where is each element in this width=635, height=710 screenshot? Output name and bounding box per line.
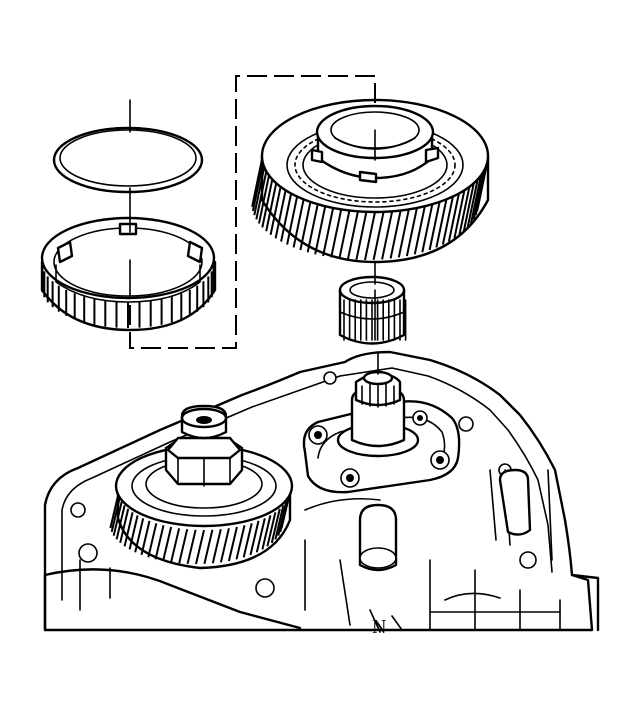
gear-tooth bbox=[277, 501, 288, 536]
gear-tooth bbox=[397, 209, 410, 258]
gear-tooth bbox=[299, 201, 312, 251]
gear-tooth bbox=[322, 207, 335, 257]
gear-tooth bbox=[355, 211, 368, 261]
gear-tooth bbox=[428, 201, 441, 251]
gear-tooth bbox=[314, 206, 327, 255]
snap-ring bbox=[52, 126, 204, 194]
gear-tooth bbox=[274, 505, 285, 540]
gear-tooth bbox=[203, 529, 214, 565]
gear-tooth bbox=[453, 190, 466, 239]
gear-tooth bbox=[261, 179, 274, 228]
gear-tooth bbox=[249, 520, 260, 556]
gear-tooth bbox=[154, 525, 165, 560]
gear-tooth bbox=[472, 171, 485, 220]
gear-tooth bbox=[128, 515, 139, 550]
gear-tooth bbox=[195, 529, 205, 565]
gear-tooth bbox=[227, 526, 238, 562]
gear-tooth bbox=[211, 528, 222, 564]
gear-tooth bbox=[251, 162, 264, 212]
gear-tooth bbox=[441, 196, 454, 245]
gear-tooth bbox=[251, 158, 264, 208]
gear-tooth bbox=[474, 166, 487, 216]
gear-tooth bbox=[364, 211, 376, 261]
gear-tooth bbox=[381, 211, 394, 260]
gear-tooth bbox=[372, 211, 385, 261]
gear-tooth bbox=[265, 182, 278, 232]
gear-tooth bbox=[279, 497, 290, 533]
gear-tooth bbox=[235, 525, 246, 560]
gear-tooth bbox=[134, 518, 145, 553]
gear-tooth bbox=[242, 523, 253, 558]
gear-tooth bbox=[270, 508, 281, 544]
countershaft-gear-nut bbox=[164, 404, 244, 487]
gear-tooth bbox=[447, 193, 460, 242]
assembly-center-lines bbox=[129, 75, 379, 375]
gear-tooth bbox=[466, 179, 479, 228]
gear-tooth bbox=[258, 175, 270, 224]
gear-tooth bbox=[306, 204, 319, 253]
gear-tooth bbox=[280, 193, 293, 242]
gear-tooth bbox=[219, 528, 230, 563]
gear-tooth bbox=[405, 207, 418, 257]
gear-tooth bbox=[140, 520, 151, 556]
gear-tooth bbox=[255, 518, 266, 553]
gear-tooth bbox=[346, 211, 359, 260]
needle-bearing bbox=[338, 275, 407, 345]
gear-tooth bbox=[462, 182, 475, 232]
gear-tooth bbox=[458, 186, 471, 236]
gear-tooth bbox=[115, 505, 126, 540]
gear-tooth bbox=[147, 523, 158, 558]
case-casting-mark-icon: N bbox=[372, 616, 386, 638]
gear-tooth bbox=[389, 210, 402, 259]
gear-tooth bbox=[178, 528, 189, 564]
gear-tooth bbox=[269, 186, 282, 236]
gear-tooth bbox=[123, 512, 134, 547]
gear-tooth bbox=[266, 512, 277, 547]
gear-tooth bbox=[274, 190, 287, 239]
gear-tooth bbox=[186, 529, 197, 565]
gear-tooth bbox=[255, 171, 268, 220]
gear-tooth bbox=[119, 508, 130, 544]
gear-tooth bbox=[253, 166, 266, 216]
gear-tooth bbox=[413, 206, 426, 255]
gear-tooth bbox=[109, 493, 120, 529]
gear-tooth bbox=[470, 175, 482, 224]
gear-tooth bbox=[435, 199, 448, 248]
helical-gear bbox=[251, 98, 490, 264]
gear-tooth bbox=[261, 515, 272, 550]
gear-tooth bbox=[286, 196, 299, 245]
gear-tooth bbox=[170, 528, 181, 563]
gear-tooth bbox=[112, 501, 123, 536]
gear-tooth bbox=[338, 210, 351, 259]
gear-tooth bbox=[421, 204, 434, 253]
gear-tooth bbox=[110, 497, 121, 533]
synchronizer-blocker-ring bbox=[40, 216, 217, 332]
gear-tooth bbox=[292, 199, 305, 248]
output-shaft bbox=[336, 370, 420, 458]
gear-tooth bbox=[162, 526, 173, 562]
gear-tooth bbox=[330, 209, 343, 258]
